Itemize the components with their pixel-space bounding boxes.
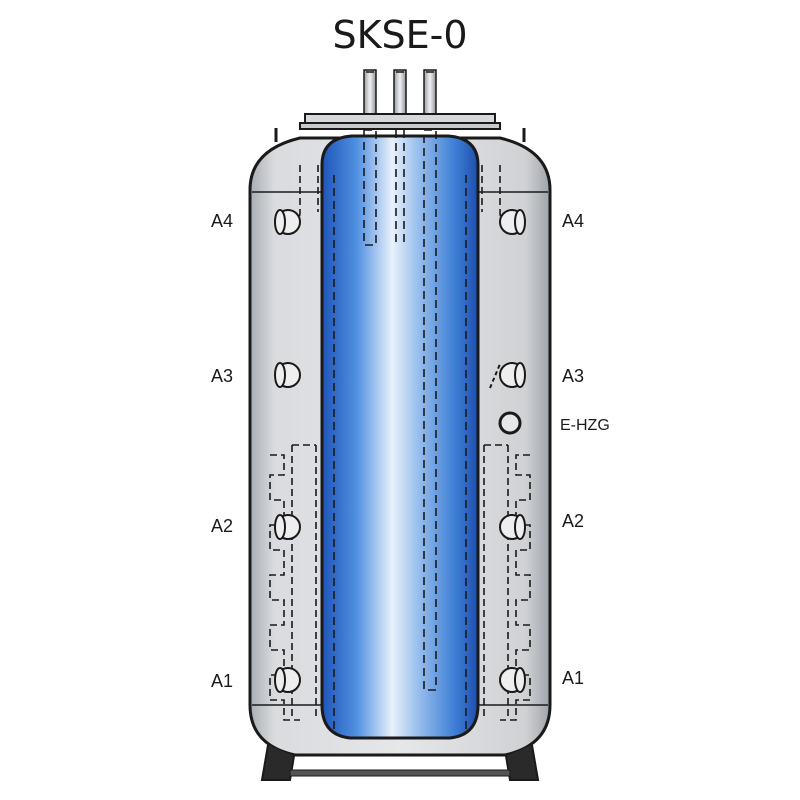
diagram-title: SKSE-0 [332, 13, 467, 57]
inner-tank [320, 134, 480, 740]
ports-left [274, 209, 301, 693]
connection-port-icon [274, 362, 301, 388]
connection-port-icon [274, 667, 301, 693]
label-right-ehzg: E-HZG [560, 417, 610, 434]
label-left-a2: A2 [211, 516, 233, 536]
connection-port-icon [489, 362, 526, 389]
tank-feet [260, 744, 540, 781]
connection-port-icon [499, 209, 526, 235]
ports-right [489, 209, 526, 693]
connection-port-icon [274, 514, 301, 540]
label-right-a4: A4 [562, 211, 584, 231]
inner-tubes [333, 129, 467, 730]
label-right-a2: A2 [562, 511, 584, 531]
coil-left [269, 444, 317, 721]
label-left-a3: A3 [211, 366, 233, 386]
connection-port-icon [499, 514, 526, 540]
top-flange [274, 113, 526, 142]
label-left-a4: A4 [211, 211, 233, 231]
connection-port-icon [274, 209, 301, 235]
connection-port-icon [499, 667, 526, 693]
label-right-a3: A3 [562, 366, 584, 386]
heater-port-icon [498, 411, 522, 435]
label-right-a1: A1 [562, 668, 584, 688]
top-pipes [363, 69, 437, 121]
coil-right [483, 444, 531, 721]
label-left-a1: A1 [211, 671, 233, 691]
